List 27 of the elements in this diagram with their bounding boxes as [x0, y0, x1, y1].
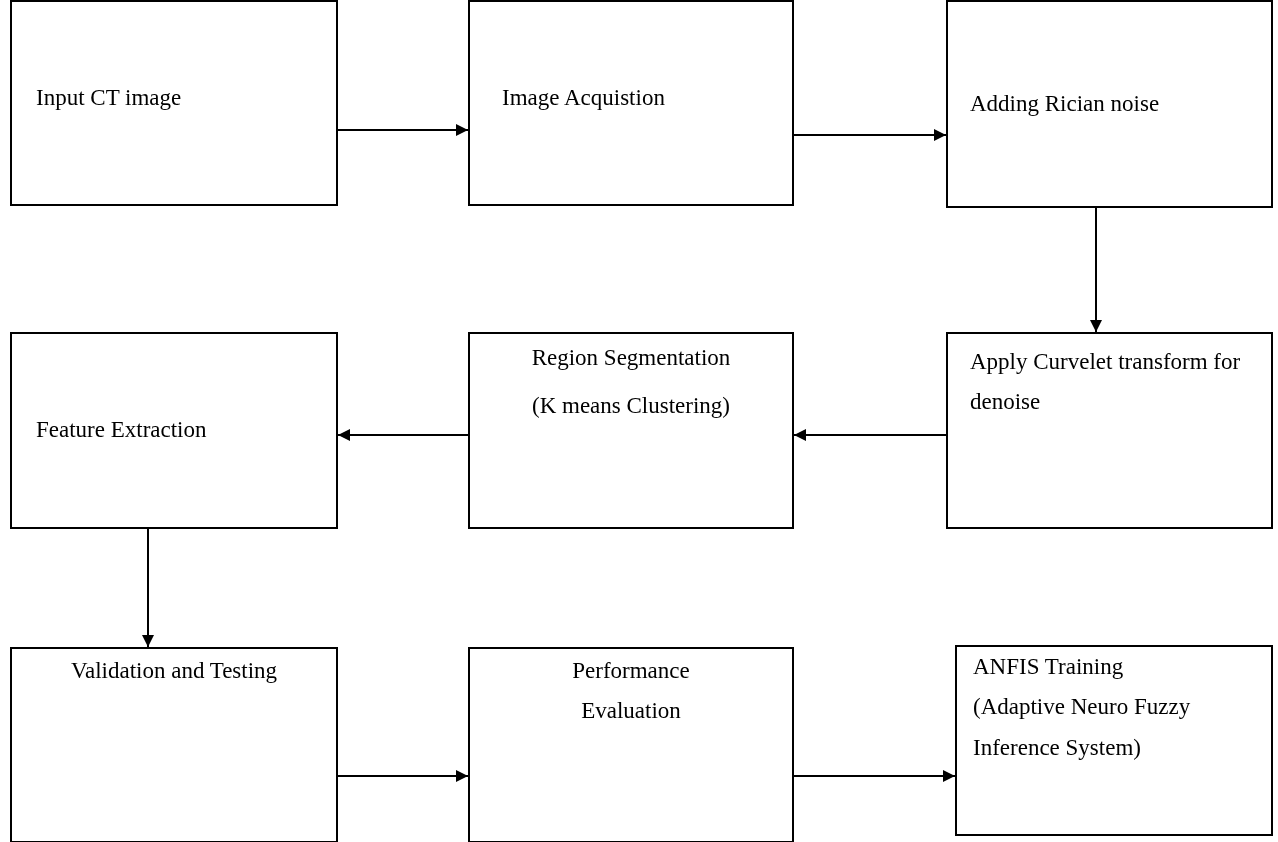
- process-box: [946, 0, 1273, 208]
- process-box: [10, 647, 338, 842]
- process-box: [955, 645, 1273, 836]
- process-box: [10, 332, 338, 529]
- arrow: [337, 770, 469, 782]
- arrow: [337, 124, 469, 136]
- arrow: [337, 429, 469, 441]
- process-box: [946, 332, 1273, 529]
- box-label: Adding Rician noise: [970, 89, 1160, 118]
- arrow: [793, 129, 947, 141]
- box-label: Input CT image: [36, 83, 182, 112]
- process-box: [468, 647, 794, 842]
- box-label: Image Acquistion: [502, 83, 665, 112]
- arrow: [793, 770, 956, 782]
- arrow: [1090, 207, 1102, 333]
- arrow: [142, 528, 154, 648]
- box-label: (K means Clustering): [532, 392, 730, 421]
- arrow: [793, 429, 947, 441]
- process-box: [468, 332, 794, 529]
- box-label: Performance Evaluation: [571, 657, 691, 726]
- box-label: Region Segmentation: [531, 344, 731, 372]
- box-label: Validation and Testing: [70, 657, 278, 685]
- box-label: Feature Extraction: [36, 416, 207, 445]
- process-box: [468, 0, 794, 206]
- process-box: [10, 0, 338, 206]
- box-label: Apply Curvelet transform for denoise: [970, 348, 1242, 417]
- box-label: ANFIS Training (Adaptive Neuro Fuzzy Inference System): [973, 653, 1192, 762]
